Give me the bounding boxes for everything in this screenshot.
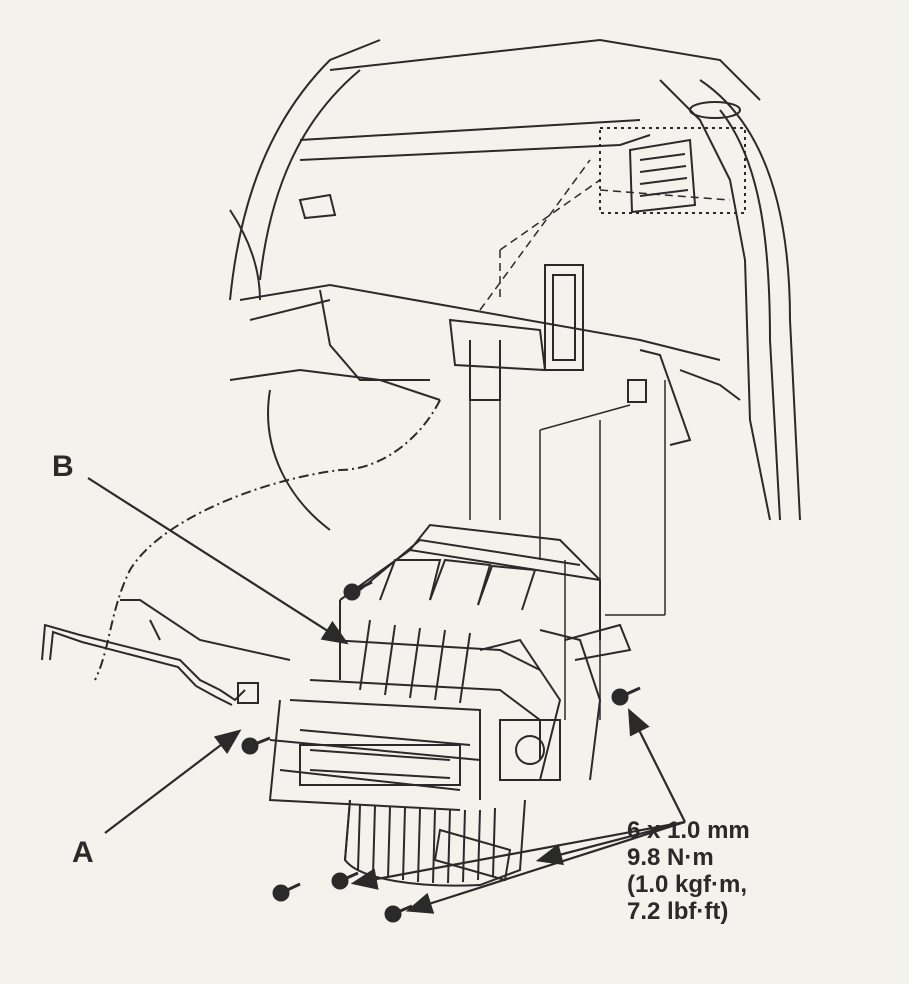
leader-line-a [104, 729, 242, 834]
wire-harness [41, 599, 291, 706]
leader-line-b [87, 477, 349, 645]
bolt-size-text: 6 x 1.0 mm [627, 817, 750, 844]
heater-unit [268, 523, 632, 811]
harness-routing-path [94, 399, 441, 681]
mounting-bolt [343, 580, 373, 601]
mounting-bolt [241, 736, 271, 755]
glovebox-opening-structure [229, 264, 741, 531]
blower-motor-housing [343, 799, 526, 887]
torque-kgfm-text: (1.0 kgf·m, [627, 871, 748, 898]
mounting-bolt [611, 686, 641, 706]
callout-leaders [87, 477, 686, 914]
dashboard-outline [229, 38, 801, 521]
leader-line-spec [535, 820, 686, 866]
callout-label-b: B [52, 450, 74, 483]
torque-lbfft-text: 7.2 lbf·ft) [627, 898, 729, 925]
callout-label-a: A [72, 836, 94, 869]
alignment-guide-lines [469, 159, 731, 720]
mounting-bolt [272, 882, 301, 902]
torque-spec-block: 6 x 1.0 mm 9.8 N·m (1.0 kgf·m, 7.2 lbf·f… [627, 817, 750, 925]
dashboard-vent [599, 127, 746, 214]
torque-nm-text: 9.8 N·m [627, 844, 714, 871]
mounting-bolt [331, 871, 359, 890]
leader-line-spec [628, 708, 686, 823]
mounting-bolt [384, 904, 413, 923]
leader-line-spec [350, 820, 686, 890]
leader-line-spec [405, 820, 686, 914]
